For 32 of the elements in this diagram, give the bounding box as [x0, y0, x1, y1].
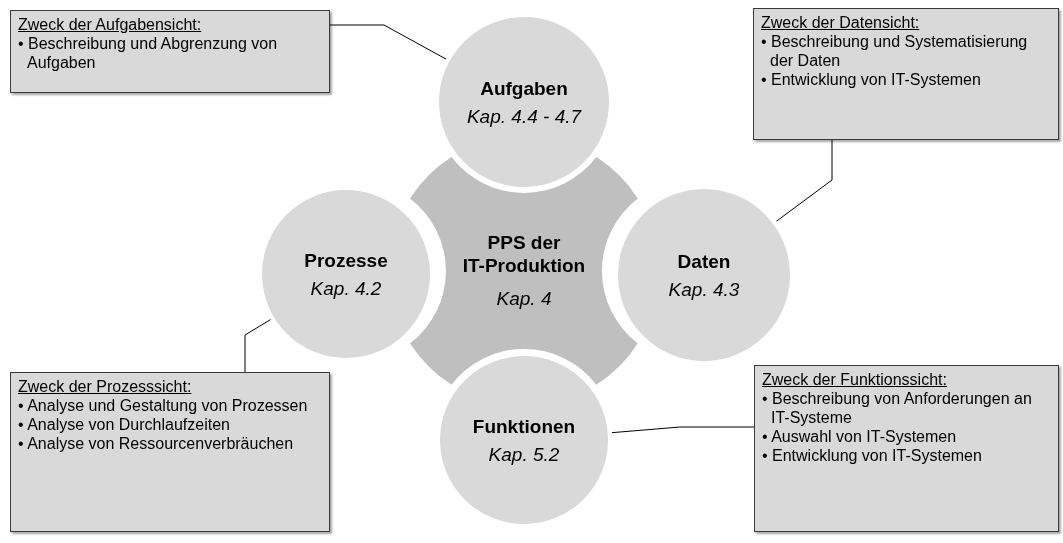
center-shape	[410, 157, 638, 385]
bullet-item: • Analyse und Gestaltung von Prozessen	[18, 396, 309, 415]
bullet-item: • Beschreibung von Anforderungen an IT-Systeme	[762, 389, 1033, 427]
chapter-reference: Kap. 5.2	[488, 442, 560, 466]
note-box	[754, 365, 1059, 532]
chapter-reference: Kap. 4.4 - 4.7	[466, 104, 582, 128]
note-heading: Zweck der Funktionssicht:	[762, 370, 947, 389]
circle-title: Funktionen	[472, 414, 576, 438]
bullet-item: • Entwicklung von IT-Systemen	[762, 446, 983, 465]
bullet-item: • Analyse von Ressourcenverbräuchen	[18, 434, 295, 453]
note-box	[10, 372, 330, 532]
leader-line	[244, 319, 272, 373]
note-box	[10, 10, 330, 93]
bullet-item: • Entwicklung von IT-Systemen	[761, 70, 982, 89]
circle-title: Daten	[677, 249, 731, 273]
bullet-item: • Analyse von Durchlaufzeiten	[18, 415, 231, 434]
chapter-reference: Kap. 4.3	[668, 277, 740, 301]
center-title: PPS der IT-Produktion	[461, 231, 587, 278]
note-heading: Zweck der Aufgabensicht:	[18, 15, 202, 34]
leader-line	[611, 426, 755, 434]
bullet-item: • Beschreibung und Systematisierung der Daten	[761, 32, 1029, 70]
bullet-item: • Beschreibung und Abgrenzung von Aufgaben	[18, 34, 279, 72]
leader-line	[775, 139, 833, 222]
circle-title: Prozesse	[304, 248, 388, 272]
note-heading: Zweck der Datensicht:	[761, 13, 920, 32]
circle-title: Aufgaben	[480, 76, 568, 100]
chapter-reference: Kap. 4	[496, 287, 552, 311]
note-box	[753, 8, 1059, 140]
bullet-item: • Auswahl von IT-Systemen	[762, 427, 958, 446]
chapter-reference: Kap. 4.2	[310, 276, 382, 300]
note-heading: Zweck der Prozesssicht:	[18, 377, 192, 396]
leader-line	[329, 24, 447, 60]
